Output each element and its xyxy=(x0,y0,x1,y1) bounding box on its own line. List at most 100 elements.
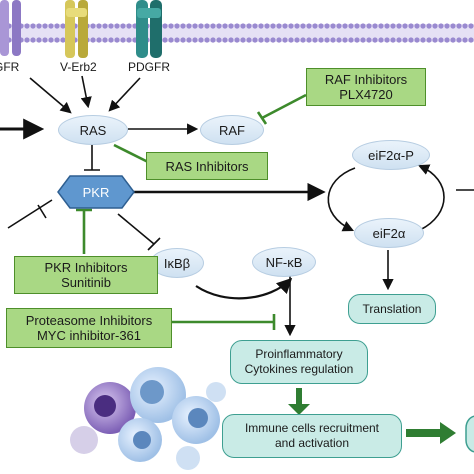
pdgfr-receptor-icon xyxy=(136,0,162,58)
lipid-head xyxy=(42,23,48,29)
lipid-head xyxy=(312,23,318,29)
lipid-head xyxy=(342,37,348,43)
lipid-head xyxy=(210,37,216,43)
lipid-head xyxy=(342,23,348,29)
lipid-head xyxy=(360,23,366,29)
immune-line1: Immune cells recruitment xyxy=(244,421,380,435)
egfr-label: EGFR xyxy=(0,60,20,74)
lipid-head xyxy=(330,23,336,29)
ras-inhibits-pkr-line xyxy=(84,145,100,171)
immune-box: Immune cells recruitment and activation xyxy=(222,414,402,458)
lipid-head xyxy=(438,37,444,43)
lipid-head xyxy=(120,23,126,29)
lipid-head xyxy=(120,37,126,43)
lipid-head xyxy=(162,37,168,43)
lipid-head xyxy=(246,23,252,29)
right-edge-node xyxy=(465,415,474,453)
lipid-head xyxy=(234,37,240,43)
lipid-head xyxy=(444,37,450,43)
lipid-head xyxy=(48,23,54,29)
lipid-head xyxy=(384,37,390,43)
pkr-inhibits-ikb-line xyxy=(117,213,161,251)
lipid-head xyxy=(300,23,306,29)
verb2-to-ras-arrow xyxy=(80,75,92,109)
lipid-head xyxy=(108,23,114,29)
lipid-head xyxy=(294,23,300,29)
eif2a-p-node: eiF2α-P xyxy=(352,140,430,170)
lipid-head xyxy=(162,23,168,29)
lipid-head xyxy=(234,23,240,29)
lipid-head xyxy=(192,37,198,43)
ras-inhibitor-line xyxy=(113,143,149,164)
pkr-left-inhibition-line xyxy=(7,199,53,229)
lipid-head xyxy=(354,37,360,43)
lipid-head xyxy=(396,37,402,43)
lipid-head xyxy=(90,23,96,29)
lipid-head xyxy=(330,37,336,43)
pdgfr-to-ras-arrow xyxy=(108,77,141,112)
lipid-head xyxy=(102,37,108,43)
myc-inhibitor-label: MYC inhibitor-361 xyxy=(36,328,142,343)
lipid-head xyxy=(282,37,288,43)
lipid-head xyxy=(222,37,228,43)
proteasome-inhibitor-line xyxy=(170,314,276,330)
lipid-head xyxy=(468,37,474,43)
lipid-head xyxy=(54,23,60,29)
ras-inhibitor-box: RAS Inhibitors xyxy=(146,152,268,180)
lipid-head xyxy=(378,23,384,29)
lipid-head xyxy=(372,23,378,29)
lipid-head xyxy=(318,23,324,29)
immune-to-right-arrow xyxy=(406,422,456,444)
lipid-head xyxy=(306,37,312,43)
raf-inhibitor-box: RAF Inhibitors PLX4720 xyxy=(306,68,426,106)
lipid-head xyxy=(216,37,222,43)
lipid-head xyxy=(252,37,258,43)
raf-inhibitor-line xyxy=(256,93,307,125)
lipid-head xyxy=(258,23,264,29)
lipid-head xyxy=(438,23,444,29)
pkr-hexagon xyxy=(57,175,135,209)
lipid-head xyxy=(192,23,198,29)
lipid-head xyxy=(402,23,408,29)
lipid-head xyxy=(36,37,42,43)
raf-node: RAF xyxy=(200,115,264,145)
lipid-head xyxy=(60,37,66,43)
lipid-head xyxy=(336,23,342,29)
lipid-head xyxy=(60,23,66,29)
lipid-head xyxy=(24,37,30,43)
lipid-head xyxy=(468,23,474,29)
lipid-head xyxy=(378,37,384,43)
lipid-head xyxy=(174,37,180,43)
eif2a-node: eiF2α xyxy=(354,218,424,248)
pkr-inhibitor-box: PKR Inhibitors Sunitinib xyxy=(14,256,158,294)
lipid-head xyxy=(414,37,420,43)
lipid-head xyxy=(456,23,462,29)
lipid-head xyxy=(228,37,234,43)
ras-node: RAS xyxy=(58,115,128,145)
egfr-to-ras-arrow xyxy=(29,77,72,114)
lipid-head xyxy=(384,23,390,29)
lipid-head xyxy=(48,37,54,43)
lipid-head xyxy=(270,37,276,43)
lipid-head xyxy=(240,23,246,29)
lipid-head xyxy=(288,23,294,29)
lipid-head xyxy=(390,23,396,29)
lipid-head xyxy=(258,37,264,43)
lipid-head xyxy=(450,23,456,29)
lipid-head xyxy=(414,23,420,29)
lipid-head xyxy=(300,37,306,43)
lipid-head xyxy=(186,37,192,43)
lipid-head xyxy=(24,23,30,29)
lipid-head xyxy=(126,23,132,29)
lipid-head xyxy=(390,37,396,43)
lipid-head xyxy=(264,37,270,43)
lipid-head xyxy=(168,23,174,29)
eif2-cycle-left-arrow xyxy=(327,167,356,232)
lipid-head xyxy=(282,23,288,29)
lipid-head xyxy=(240,37,246,43)
lipid-head xyxy=(366,37,372,43)
lipid-head xyxy=(102,23,108,29)
lipid-head xyxy=(396,23,402,29)
lipid-head xyxy=(198,23,204,29)
